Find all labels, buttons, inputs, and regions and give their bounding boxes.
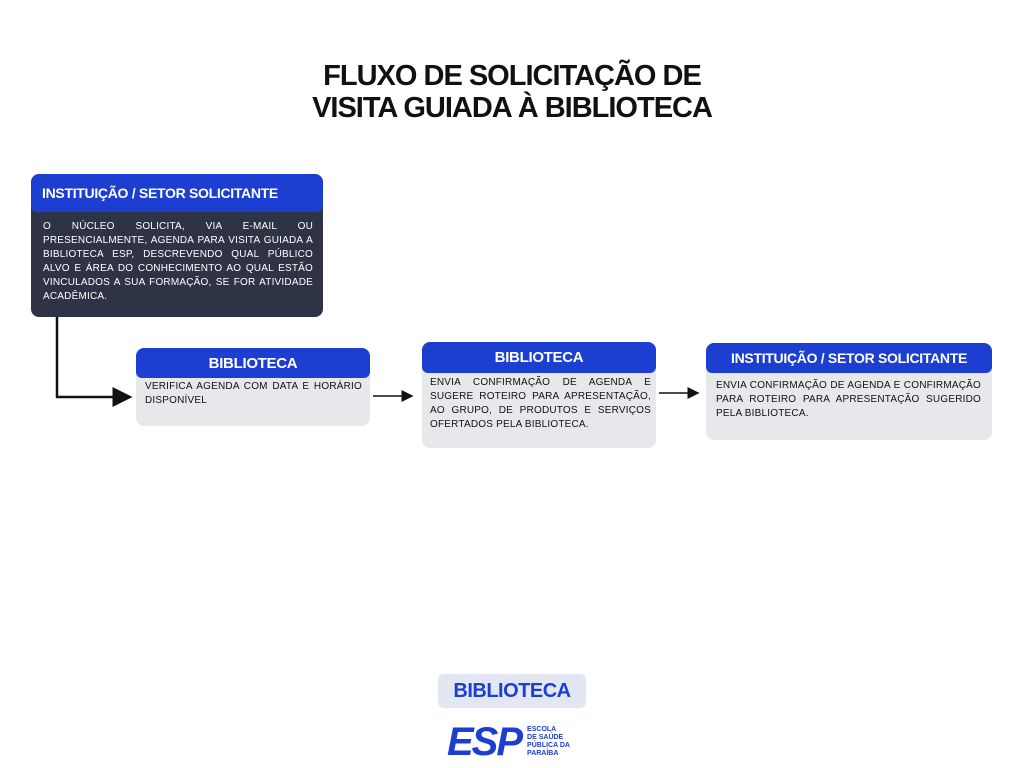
step-1-text: O NÚCLEO SOLICITA, VIA E-MAIL OU PRESENC… — [43, 221, 313, 302]
page-title: FLUXO DE SOLICITAÇÃO DE VISITA GUIADA À … — [0, 60, 1024, 124]
footer-badge: BIBLIOTECA — [438, 674, 586, 708]
step-3-box: BIBLIOTECA ENVIA CONFIRMAÇÃO DE AGENDA E… — [422, 342, 656, 448]
logo-subtitle: ESCOLA DE SAÚDE PÚBLICA DA PARAÍBA — [527, 726, 570, 758]
step-3-header: BIBLIOTECA — [422, 342, 656, 373]
esp-logo: ESP ESCOLA DE SAÚDE PÚBLICA DA PARAÍBA — [447, 722, 570, 762]
step-1-box: INSTITUIÇÃO / SETOR SOLICITANTE O NÚCLEO… — [31, 174, 323, 317]
logo-sub-line: DE SAÚDE — [527, 734, 564, 741]
step-3-text: ENVIA CONFIRMAÇÃO DE AGENDA E SUGERE ROT… — [430, 377, 651, 430]
title-line-1: FLUXO DE SOLICITAÇÃO DE — [323, 60, 702, 92]
connector-step1-step2 — [55, 317, 133, 407]
step-2-header: BIBLIOTECA — [136, 348, 370, 378]
step-2-text: VERIFICA AGENDA COM DATA E HORÁRIO DISPO… — [145, 381, 362, 406]
step-4-text: ENVIA CONFIRMAÇÃO DE AGENDA E CONFIRMAÇÃ… — [716, 380, 981, 419]
logo-text: ESP — [447, 720, 523, 764]
logo-sub-line: ESCOLA — [527, 726, 557, 733]
logo-sub-line: PÚBLICA DA — [527, 742, 570, 749]
step-4-box: INSTITUIÇÃO / SETOR SOLICITANTE ENVIA CO… — [706, 343, 992, 440]
step-1-header: INSTITUIÇÃO / SETOR SOLICITANTE — [31, 174, 323, 212]
logo-sub-line: PARAÍBA — [527, 750, 559, 757]
step-4-header: INSTITUIÇÃO / SETOR SOLICITANTE — [706, 343, 992, 373]
step-2-box: BIBLIOTECA VERIFICA AGENDA COM DATA E HO… — [136, 348, 370, 426]
title-line-2: VISITA GUIADA À BIBLIOTECA — [312, 92, 713, 124]
